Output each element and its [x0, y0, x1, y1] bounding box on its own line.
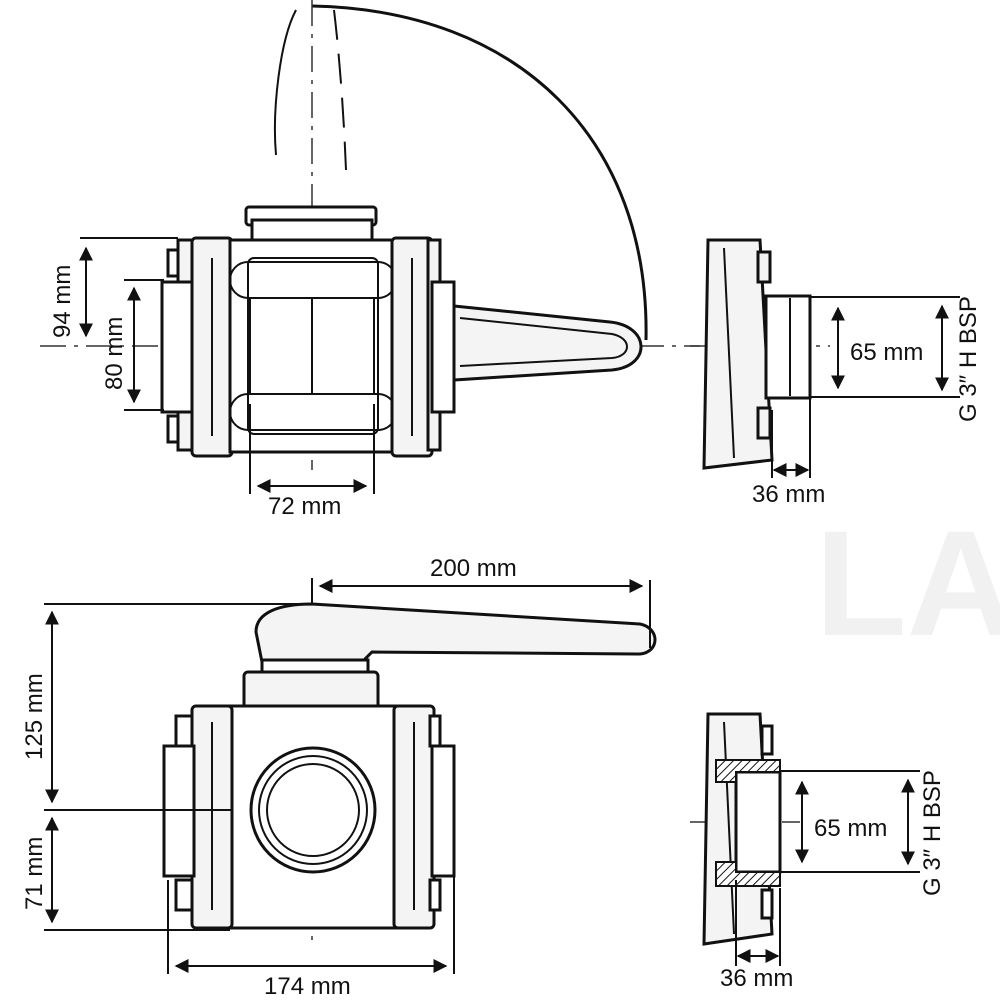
dim-200mm: 200 mm [430, 555, 517, 582]
dim-71mm: 71 mm [21, 837, 48, 910]
top-view: 94 mm 80 mm 72 mm [40, 0, 700, 520]
dim-65mm-top: 65 mm [850, 339, 923, 366]
dim-36mm-top: 36 mm [752, 481, 825, 508]
side-section-bottom: 65 mm G 3″ H BSP 36 mm [690, 712, 946, 992]
thread-label-bottom: G 3″ H BSP [919, 770, 946, 896]
thread-label-top: G 3″ H BSP [955, 296, 982, 422]
dim-125mm: 125 mm [21, 673, 48, 760]
dim-174mm: 174 mm [264, 973, 351, 1000]
dim-80mm: 80 mm [101, 317, 128, 390]
dim-36mm-bottom: 36 mm [720, 965, 793, 992]
dim-65mm-bottom: 65 mm [814, 815, 887, 842]
front-view: 200 mm 125 mm 71 mm 174 mm [21, 555, 657, 1000]
dim-94mm: 94 mm [49, 265, 76, 338]
watermark-logo: LA [815, 499, 1000, 667]
dim-72mm: 72 mm [268, 493, 341, 520]
side-view-top: 65 mm G 3″ H BSP 36 mm [690, 238, 982, 508]
